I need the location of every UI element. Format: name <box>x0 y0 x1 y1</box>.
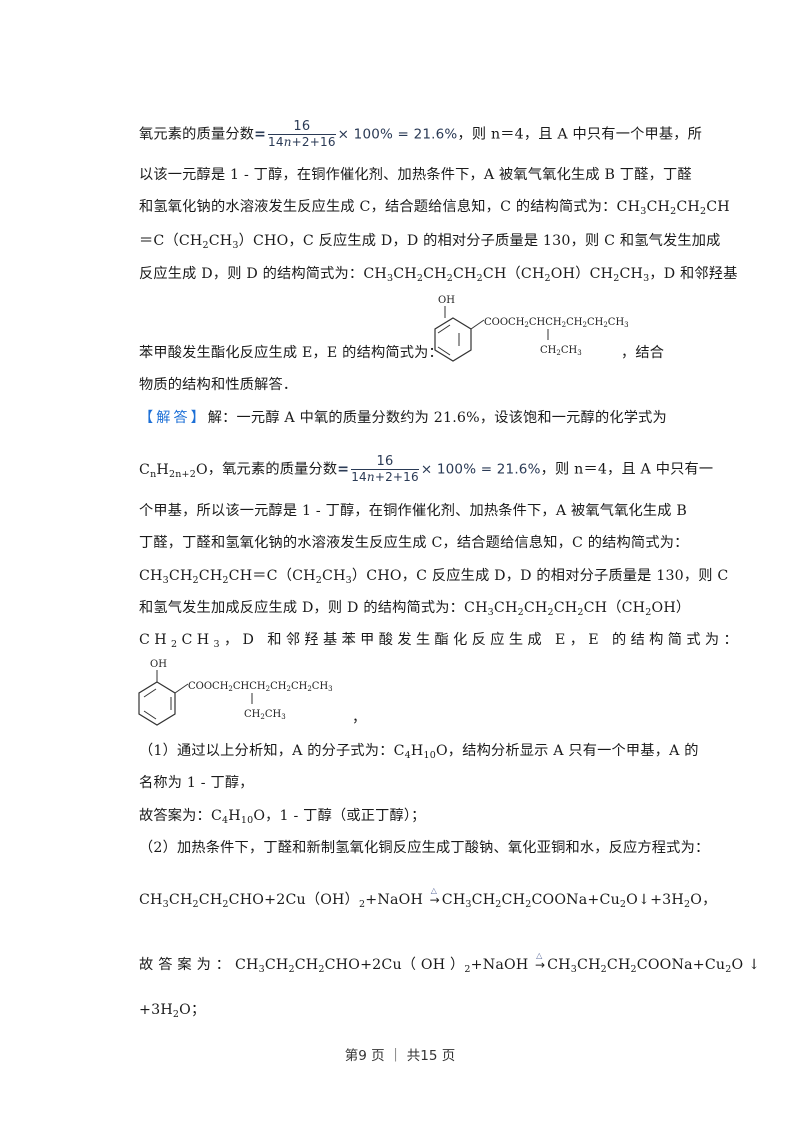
part2-line-1: （2）加热条件下，丁醛和新制氢氧化铜反应生成丁酸钠、氧化亚铜和水，反应方程式为： <box>139 840 710 856</box>
text: 和氢氧化钠的水溶液发生反应生成 C，结合题给信息知，C 的结构简式为： <box>139 199 617 215</box>
analysis-line-2: 以该一元醇是 1 - 丁醇，在铜作催化剂、加热条件下，A 被氧气氧化生成 B 丁… <box>139 167 692 183</box>
equals-sign: = <box>337 461 350 478</box>
part2-answer-end: +3H2O； <box>139 1002 206 1020</box>
text: 解：一元醇 A 中氧的质量分数约为 21.6%，设该饱和一元醇的化学式为 <box>207 410 667 426</box>
analysis-line-4: ＝C（CH2CH3）CHO，C 反应生成 D，D 的相对分子质量是 130，则 … <box>139 233 721 251</box>
equation-right: CH3CH2CH2COONa+Cu2O ↓ <box>547 957 761 975</box>
part2-answer: 故答案为：CH3CH2CH2CHO+2Cu（ OH ）2+NaOH △→CH3C… <box>139 951 760 975</box>
analysis-line-6: 苯甲酸发生酯化反应生成 E，E 的结构简式为： ，结合 <box>139 343 679 363</box>
analysis-line-5: 反应生成 D，则 D 的结构简式为：CH3CH2CH2CH2CH（CH2OH）C… <box>139 264 737 284</box>
solution-line-7: CH2CH3，D 和邻羟基苯甲酸发生酯化反应生成 E，E 的结构简式为： <box>139 632 743 650</box>
solution-line-1: 【解答】解：一元醇 A 中氧的质量分数约为 21.6%，设该饱和一元醇的化学式为 <box>139 408 679 428</box>
equation-right: CH3CH2CH2COONa+Cu2O↓+3H2O， <box>441 892 717 910</box>
solution-line-5: CH3CH2CH2CH＝C（CH2CH3）CHO，C 反应生成 D，D 的相对分… <box>139 568 729 586</box>
equals-sign: = <box>254 126 267 143</box>
svg-text:OH: OH <box>438 295 455 306</box>
svg-text:CH2CH3: CH2CH3 <box>540 345 582 357</box>
svg-text:OH: OH <box>150 659 167 670</box>
formula-result: × 100% = 21.6% <box>337 126 458 143</box>
structure-E-diagram: OH COOCH2CHCH2CH2CH2CH3 CH2CH3 <box>432 292 652 364</box>
equation-left: CH3CH2CH2CHO+2Cu（ OH ）2+NaOH <box>234 957 534 975</box>
text: 反应生成 D，则 D 的结构简式为： <box>139 266 364 282</box>
svg-text:COOCH2CHCH2CH2CH2CH3: COOCH2CHCH2CH2CH2CH3 <box>484 317 629 329</box>
benzene-ester-structure-icon: OH COOCH2CHCH2CH2CH2CH3 CH2CH3 <box>434 295 629 362</box>
solution-line-6: 和氢气发生加成反应生成 D，则 D 的结构简式为：CH3CH2CH2CH2CH（… <box>139 600 691 618</box>
solution-line-3: 个甲基，所以该一元醇是 1 - 丁醇，在铜作催化剂、加热条件下，A 被氧气氧化生… <box>139 503 688 519</box>
fraction-denominator: 14n+2+16 <box>268 135 336 149</box>
heat-arrow-icon: △→ <box>429 886 440 907</box>
fraction-numerator: 16 <box>351 455 419 470</box>
page-footer: 第9 页 ｜ 共15 页 <box>344 1048 456 1064</box>
part1-line-1: （1）通过以上分析知，A 的分子式为：C4H10O，结构分析显示 A 只有一个甲… <box>139 743 699 761</box>
text: ，则 n＝4，且 A 中只有一个甲基，所 <box>457 126 703 143</box>
heat-arrow-icon: △→ <box>534 951 546 972</box>
text: 氧元素的质量分数 <box>139 126 255 143</box>
fraction-denominator: 14n+2+16 <box>351 470 419 484</box>
svg-text:CH2CH3: CH2CH3 <box>244 709 286 721</box>
formula-general: CnH2n+2O <box>139 461 208 480</box>
text: 故答案为： <box>139 957 235 973</box>
part1-answer: 故答案为：C4H10O，1 - 丁醇（或正丁醇）； <box>139 808 426 826</box>
solution-line-8-comma: ， <box>352 710 367 726</box>
solution-line-4: 丁醛，丁醛和氢氧化钠的水溶液发生反应生成 C，结合题给信息知，C 的结构简式为： <box>139 535 689 551</box>
analysis-line-3: 和氢氧化钠的水溶液发生反应生成 C，结合题给信息知，C 的结构简式为：CH3CH… <box>139 197 730 217</box>
solution-label: 【解答】 <box>139 410 208 426</box>
structure-E-diagram-solution: OH COOCH2CHCH2CH2CH2CH3 CH2CH3 <box>136 656 366 728</box>
text: ，氧元素的质量分数 <box>207 461 338 478</box>
text: 苯甲酸发生酯化反应生成 E，E 的结构简式为： <box>139 345 443 361</box>
svg-text:COOCH2CHCH2CH2CH2CH3: COOCH2CHCH2CH2CH2CH3 <box>188 681 333 693</box>
text: ，结合 <box>621 345 665 361</box>
formula-D: CH3CH2CH2CH2CH（CH2OH）CH2CH3，D 和邻羟基 <box>363 266 738 284</box>
fraction-numerator: 16 <box>268 120 336 135</box>
part1-line-2: 名称为 1 - 丁醇， <box>139 775 254 791</box>
formula: CH3CH2CH2CH <box>616 199 730 217</box>
part2-equation: CH3CH2CH2CHO+2Cu（OH）2+NaOH △→CH3CH2CH2CO… <box>139 886 716 910</box>
equation-left: CH3CH2CH2CHO+2Cu（OH）2+NaOH <box>139 892 428 910</box>
benzene-ester-structure-icon: OH COOCH2CHCH2CH2CH2CH3 CH2CH3 <box>138 659 333 726</box>
formula-result: × 100% = 21.6% <box>420 461 541 478</box>
text: ，则 n＝4，且 A 中只有一 <box>540 461 714 478</box>
analysis-line-7: 物质的结构和性质解答． <box>139 377 298 393</box>
